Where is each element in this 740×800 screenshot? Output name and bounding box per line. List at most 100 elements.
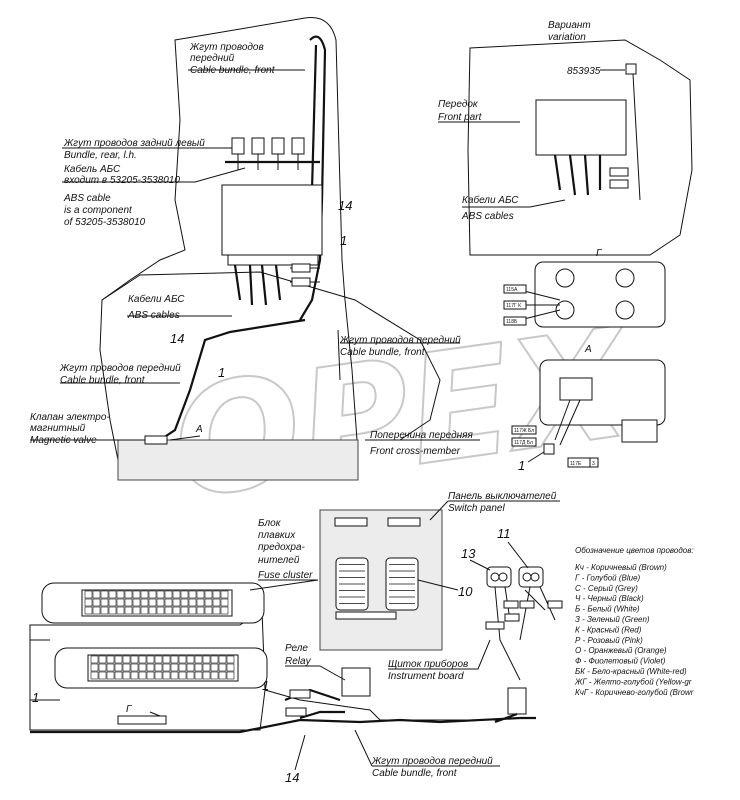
switch-top-2 [387, 517, 421, 527]
fuse-cell [194, 655, 203, 664]
inst-tag-3 [547, 600, 563, 609]
fuse-cell [122, 655, 131, 664]
inst-tag-5 [504, 613, 520, 622]
label-front-part-ru: Передок [438, 99, 479, 110]
view-g-bolt-2 [615, 268, 635, 288]
legend-item: Кч - Коричневый (Brown) [575, 563, 667, 572]
fuse-cell [130, 655, 139, 664]
view-g-bolt-4 [615, 300, 635, 320]
label-variant-en: variation [548, 32, 586, 43]
fuse-cell [212, 598, 221, 607]
fuse-cell [132, 590, 141, 599]
label-rear-left-ru: Жгут проводов задний левый [63, 138, 205, 149]
label-harness-front-ru1: Жгут проводов [189, 42, 264, 53]
fuse-cell [124, 606, 133, 615]
tag-117zh: 117Ж Бл [514, 428, 534, 434]
fuse-cell [178, 655, 187, 664]
label-valve-ru1: Клапан электро- [30, 412, 110, 423]
tag-box-a [291, 263, 311, 273]
fuse-cell [196, 590, 205, 599]
fuse-cell [162, 671, 171, 680]
fuse-cell [140, 590, 149, 599]
fuse-cell [156, 606, 165, 615]
fuse-cell [138, 663, 147, 672]
callout-13: 13 [461, 546, 476, 561]
legend-item: О - Оранжевый (Orange) [575, 646, 667, 655]
view-a-plug [543, 443, 555, 455]
fuse-cell [188, 598, 197, 607]
fuse-cell [148, 590, 157, 599]
view-mark-g-lower: Г [126, 704, 133, 715]
fuse-cell [84, 606, 93, 615]
view-g-bracket [534, 261, 666, 328]
label-valve-en: Magnetic valve [30, 435, 97, 446]
fuse-cell [98, 655, 107, 664]
fuse-cell [186, 671, 195, 680]
fuse-cell [194, 671, 203, 680]
fuse-cell [100, 598, 109, 607]
label-abs-cable-en1: ABS cable [63, 193, 111, 204]
valve-harness [159, 318, 306, 441]
part-853935-box [625, 63, 637, 75]
cab-outline [99, 16, 358, 481]
callout-1-mid: 1 [218, 365, 225, 380]
fuse-cell [196, 606, 205, 615]
tag-3-box [589, 457, 599, 468]
inst-tag-4 [485, 621, 505, 630]
leader-10 [417, 579, 459, 591]
tag-115a: 115А [506, 287, 518, 293]
relay-tag-1 [289, 689, 311, 699]
label-harness-bottom-en: Cable bundle, front [372, 768, 458, 779]
fuse-cell [170, 663, 179, 672]
leader-harness-bottom [354, 729, 500, 767]
label-abs-cable-ru1: Кабель АБС [64, 163, 121, 175]
label-harness-left-ru: Жгут проводов передний [59, 363, 181, 374]
legend-item: КчГ - Коричнево-голубой (Browr [575, 688, 694, 697]
fuse-cell [170, 671, 179, 680]
callout-1-lower-left: 1 [32, 690, 39, 705]
fuse-cell [204, 606, 213, 615]
fuse-cell [92, 590, 101, 599]
fuse-cell [218, 663, 227, 672]
fuse-cell [188, 590, 197, 599]
instrument-board-connectors [486, 566, 544, 588]
inst-tag-1 [503, 600, 519, 609]
label-abs-cables-right-ru: Кабели АБС [462, 194, 519, 206]
fuse-cell [140, 598, 149, 607]
fuse-cell [178, 663, 187, 672]
fuse-cell [106, 671, 115, 680]
fuse-cell [154, 671, 163, 680]
leader-fuse [249, 579, 319, 591]
view-g-lower-bar [117, 715, 167, 725]
fuse-cell [204, 590, 213, 599]
tag-117d-box [511, 437, 537, 447]
fuse-cell [178, 671, 187, 680]
fuse-cell [180, 590, 189, 599]
fuse-cell [130, 671, 139, 680]
callout-14-mid: 14 [170, 331, 184, 346]
fuse-cell [122, 663, 131, 672]
label-variant-ru: Вариант [548, 20, 591, 31]
label-cross-member-en: Front cross-member [370, 446, 461, 457]
fuse-cluster-upper [41, 582, 265, 624]
rear-harness-connectors [225, 137, 320, 170]
tag-117g: 117Г К [506, 303, 521, 309]
fuse-cell [148, 598, 157, 607]
color-legend: Обозначение цветов проводов: Кч - Коричн… [574, 546, 694, 697]
label-harness-bottom-ru: Жгут проводов передний [371, 756, 493, 767]
legend-title: Обозначение цветов проводов: [575, 546, 694, 555]
inst-tag-2 [519, 600, 535, 609]
fuse-cell [156, 590, 165, 599]
fuse-cell [124, 590, 133, 599]
variation-tag-a [609, 167, 629, 177]
fuse-cell [116, 590, 125, 599]
fuse-cell [84, 598, 93, 607]
label-relay-ru: Реле [285, 643, 308, 654]
label-fuse-ru3: предохра- [258, 542, 306, 553]
fuse-cell [210, 671, 219, 680]
fuse-cell [202, 655, 211, 664]
view-g-bolt-3 [555, 300, 575, 320]
fuse-cell [180, 598, 189, 607]
fuse-cell [114, 663, 123, 672]
fuse-cell [114, 655, 123, 664]
